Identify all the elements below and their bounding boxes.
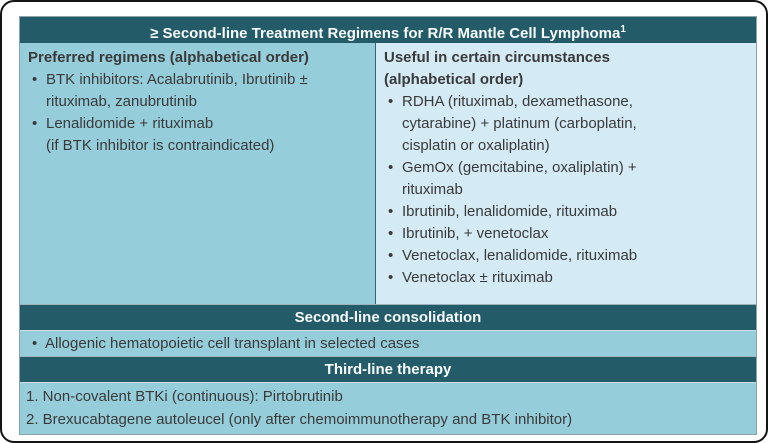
table-title-footnote-marker: 1 (620, 24, 626, 35)
bullet-icon: • (32, 335, 38, 352)
third-line-therapy-header: Third-line therapy (20, 356, 756, 383)
bullet-icon: • (388, 93, 394, 110)
text-line: rituximab, zanubrutinib (46, 93, 197, 110)
preferred-regimens-list: • BTK inhibitors: Acalabrutinib, Ibrutini… (28, 69, 369, 157)
useful-circumstances-column: Useful in certain circumstances (alphabet… (376, 43, 756, 304)
text-line: Ibrutinib, + venetoclax (402, 225, 549, 242)
table-title: ≥ Second-line Treatment Regimens for R/R… (20, 17, 756, 43)
text-line: rituximab (402, 181, 463, 198)
bullet-icon: • (388, 159, 394, 176)
useful-circumstances-list: • RDHA (rituximab, dexamethasone, cytarabi… (384, 91, 750, 289)
list-item: • GemOx (gemcitabine, oxaliplatin) + ritux… (384, 157, 750, 201)
text-line: Preferred regimens (alphabetical order) (28, 49, 309, 66)
list-item-text: Venetoclax, lenalidomide, rituximab (402, 245, 637, 267)
list-item: • RDHA (rituximab, dexamethasone, cytarabi… (384, 91, 750, 157)
list-item-text: GemOx (gemcitabine, oxaliplatin) + rituxi… (402, 157, 637, 201)
text-line: (if BTK inhibitor is contraindicated) (46, 137, 275, 154)
list-item-text: RDHA (rituximab, dexamethasone, cytarabin… (402, 91, 637, 157)
bullet-icon: • (388, 225, 394, 242)
list-item-text: Lenalidomide + rituximab (if BTK inhibito… (46, 113, 274, 157)
bullet-icon: • (388, 269, 394, 286)
list-item: • Ibrutinib, lenalidomide, rituximab (384, 201, 750, 223)
third-line-therapy-list: 1. Non-covalent BTKi (continuous): Pirto… (20, 383, 756, 434)
text-line: (alphabetical order) (384, 71, 524, 88)
consolidation-row: • Allogenic hematopoietic cell transplan… (20, 331, 756, 356)
list-item: • Venetoclax ± rituximab (384, 267, 750, 289)
list-item: • Lenalidomide + rituximab (if BTK inhibit… (28, 113, 369, 157)
list-item: • Venetoclax, lenalidomide, rituximab (384, 245, 750, 267)
list-item: • Ibrutinib, + venetoclax (384, 223, 750, 245)
text-line: cisplatin or oxaliplatin) (402, 137, 550, 154)
text-line: Venetoclax ± rituximab (402, 269, 553, 286)
text-line: Venetoclax, lenalidomide, rituximab (402, 247, 638, 264)
text-line: GemOx (gemcitabine, oxaliplatin) + (402, 159, 637, 176)
consolidation-text: Allogenic hematopoietic cell transplant … (45, 335, 420, 352)
bullet-icon: • (32, 115, 38, 132)
text-line: RDHA (rituximab, dexamethasone, (402, 93, 633, 110)
bullet-icon: • (388, 247, 394, 264)
list-item-text: Venetoclax ± rituximab (402, 267, 553, 289)
bullet-icon: • (32, 71, 38, 88)
text-line: Ibrutinib, lenalidomide, rituximab (402, 203, 618, 220)
second-line-consolidation-header: Second-line consolidation (20, 304, 756, 331)
list-item-text: Ibrutinib, lenalidomide, rituximab (402, 201, 617, 223)
text-line: Lenalidomide + rituximab (46, 115, 214, 132)
text-line: cytarabine) + platinum (carboplatin, (402, 115, 637, 132)
list-item-text: BTK inhibitors: Acalabrutinib, Ibrutinib… (46, 69, 308, 113)
text-line: BTK inhibitors: Acalabrutinib, Ibrutinib… (46, 71, 308, 88)
preferred-regimens-header: Preferred regimens (alphabetical order) (28, 47, 369, 69)
useful-circumstances-header: Useful in certain circumstances (alphabet… (384, 47, 750, 91)
treatment-regimens-table: ≥ Second-line Treatment Regimens for R/R… (19, 16, 757, 435)
table-title-text: ≥ Second-line Treatment Regimens for R/R… (150, 25, 621, 42)
text-line: 2. Brexucabtagene autoleucel (only after… (26, 411, 573, 428)
preferred-regimens-column: Preferred regimens (alphabetical order) … (20, 43, 376, 304)
text-line: 1. Non-covalent BTKi (continuous): Pirto… (26, 388, 343, 405)
bullet-icon: • (388, 203, 394, 220)
text-line: Useful in certain circumstances (384, 49, 610, 66)
list-item-text: Ibrutinib, + venetoclax (402, 223, 548, 245)
regimen-columns: Preferred regimens (alphabetical order) … (20, 43, 756, 304)
list-item: • BTK inhibitors: Acalabrutinib, Ibrutini… (28, 69, 369, 113)
